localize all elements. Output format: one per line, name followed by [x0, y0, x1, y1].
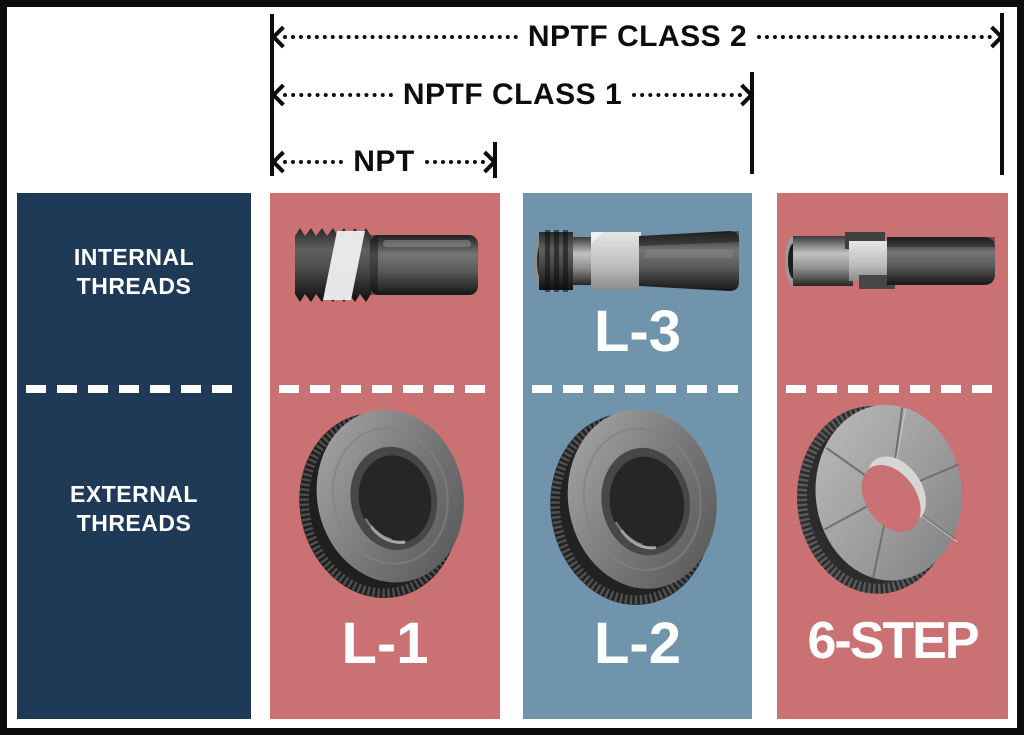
dashed-divider [26, 385, 242, 393]
arrow-left-icon [270, 150, 294, 174]
dimension-baseline-left [270, 14, 274, 176]
column-npt: L-1 [270, 193, 500, 719]
l3-plug-gauge-image [534, 230, 739, 292]
dashed-divider [532, 385, 743, 393]
dotted-line [632, 93, 743, 97]
step-plug-gauge-image [785, 232, 995, 289]
dotted-line [424, 160, 485, 164]
npt-end-tick [493, 142, 497, 178]
class2-end-tick [1000, 13, 1004, 175]
dimension-nptf-class2: NPTF CLASS 2 [270, 20, 1005, 54]
dimension-nptf-class1: NPTF CLASS 1 [270, 78, 755, 112]
arrow-right-icon [474, 150, 498, 174]
six-step-ring-gauge-image [797, 404, 962, 594]
dotted-line [283, 160, 344, 164]
dashed-divider [786, 385, 999, 393]
l1-label: L-1 [341, 611, 429, 676]
l2-ring-gauge-image [550, 409, 717, 605]
l1-ring-gauge-image [299, 409, 464, 599]
dotted-line [283, 35, 518, 39]
six-step-label: 6-STEP [807, 612, 979, 670]
class1-end-tick [750, 72, 754, 174]
nptf-class1-label: NPTF CLASS 1 [402, 78, 623, 111]
npt-label: NPT [353, 145, 415, 178]
column-nptf-class2: 6-STEP [777, 193, 1008, 719]
arrow-left-icon [270, 25, 294, 49]
row-header-column: INTERNAL THREADS EXTERNAL THREADS [17, 193, 251, 719]
nptf-class2-label: NPTF CLASS 2 [527, 20, 748, 53]
arrow-right-icon [731, 83, 755, 107]
l1-plug-gauge-image [295, 228, 478, 302]
l2-label: L-2 [594, 611, 681, 676]
arrow-right-icon [981, 25, 1005, 49]
external-threads-label: EXTERNAL THREADS [70, 481, 198, 536]
arrow-left-icon [270, 83, 294, 107]
l3-label: L-3 [594, 299, 681, 364]
dotted-line [283, 93, 393, 97]
column-nptf-class1: L-3 L-2 [523, 193, 752, 719]
dimension-npt: NPT [270, 145, 498, 179]
dashed-divider [279, 385, 491, 393]
internal-threads-label: INTERNAL THREADS [73, 244, 195, 299]
dotted-line [757, 35, 993, 39]
